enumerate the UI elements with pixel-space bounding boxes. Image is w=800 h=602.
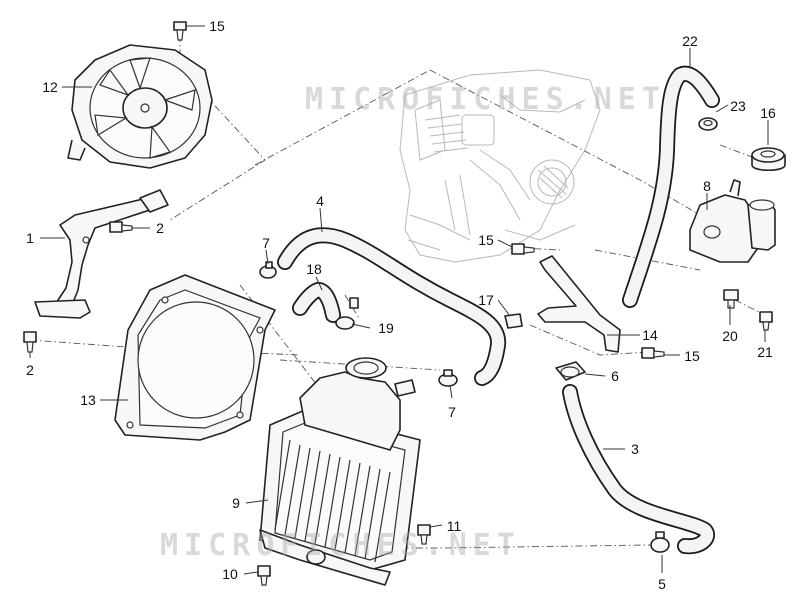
callout-10: 10 [222,566,238,582]
callout-12: 12 [42,79,58,95]
callout-9: 9 [232,495,240,511]
fan-shroud [114,274,276,441]
hose-3 [562,384,715,555]
callout-15: 15 [478,232,494,248]
hose-clip-23 [698,117,718,131]
callout-5: 5 [658,576,666,592]
screw-15-right [641,347,665,359]
callout-7: 7 [448,404,456,420]
clamp-7-upper [259,261,277,279]
leader-lines [29,25,769,575]
screw-15-middle [511,243,535,255]
callout-23: 23 [730,98,746,114]
callout-19: 19 [378,320,394,336]
callout-2: 2 [156,220,164,236]
callout-6: 6 [611,368,619,384]
tank-bracket [537,255,621,353]
screw-2-upper [109,221,133,233]
watermark-top: MICROFICHES.NET [305,82,666,117]
radiator [259,357,421,586]
callout-18: 18 [306,261,322,277]
callout-11: 11 [446,518,462,534]
callout-3: 3 [631,441,639,457]
expansion-tank [689,179,776,263]
watermark-bottom: MICROFICHES.NET [160,528,521,563]
hose-4 [277,227,507,386]
screw-21 [759,311,773,331]
callout-14: 14 [642,327,658,343]
clip-17 [504,313,523,329]
callout-20: 20 [722,328,738,344]
hose-18 [292,282,341,323]
callout-8: 8 [703,178,711,194]
clamp-7-lower [438,369,458,387]
callout-16: 16 [760,105,776,121]
screw-2-lower [23,331,37,353]
callout-1: 1 [26,230,34,246]
clamp-6 [555,361,586,381]
cooling-fan [67,44,213,169]
callout-7: 7 [262,235,270,251]
callout-15: 15 [209,18,225,34]
screw-10 [257,565,271,586]
callout-4: 4 [316,193,324,209]
screw-15-top [173,21,187,41]
screw-11 [417,524,431,545]
fan-bracket [34,189,169,319]
clip-18-small [349,297,359,309]
screw-20 [723,289,739,309]
callout-17: 17 [478,292,494,308]
clamp-5 [650,531,670,553]
clamp-19 [335,316,355,330]
callout-22: 22 [682,33,698,49]
engine-background [399,69,601,263]
tank-cap [751,147,786,172]
callout-13: 13 [80,392,96,408]
hose-22 [622,65,720,308]
callout-2: 2 [26,362,34,378]
callout-21: 21 [757,344,773,360]
callout-15: 15 [684,348,700,364]
